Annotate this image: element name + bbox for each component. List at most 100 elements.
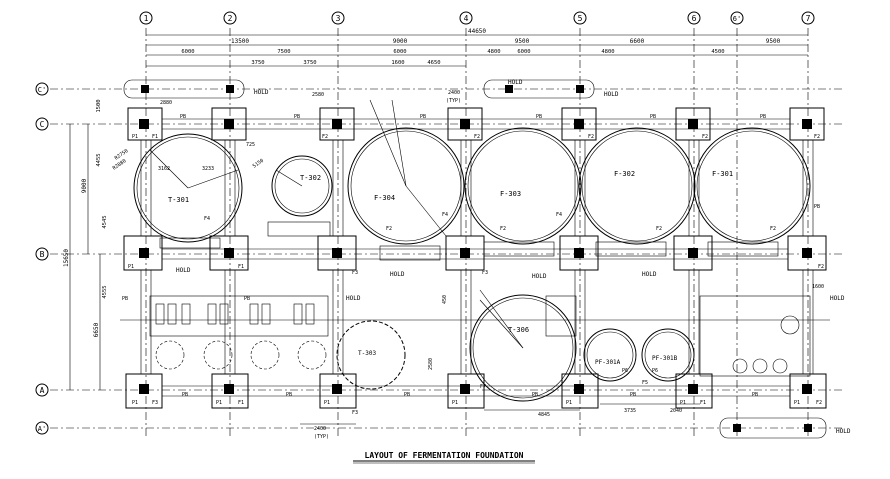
label-f2-t301: F2 [770,226,776,232]
dim-4845: 4845 [538,412,550,418]
dim-span-4-5: 4800 [487,49,500,55]
dim-725: 725 [246,142,255,148]
top-dimension-chains: 44650 13500 9000 9500 6600 9500 6000 750… [146,28,808,67]
label-pb-c3: PB [420,114,426,120]
hold-label-2: HOLD [604,91,619,98]
tank-label-t301: T-301 [168,196,189,204]
label-f3-a3: F3 [352,410,358,416]
label-f1-a2: F1 [238,400,244,406]
dim-group-5-6: 9500 [515,38,530,45]
dim-typ-top: (TYP) [446,98,461,104]
tank-label-pf301a: PF-301A [595,359,621,366]
tank-label-pf301b: PF-301B [652,355,678,362]
dim-3750-b: 3750 [303,60,316,66]
dim-group-1-3: 13500 [231,38,249,45]
label-f1-a6: F1 [700,400,706,406]
label-f7-a4: F7 [480,384,486,390]
hold-label-1: HOLD [254,89,269,96]
dim-vert-6650: 6650 [93,322,100,337]
row-label-b: B [40,250,45,259]
row-label-c: C [40,120,45,129]
label-p1-a7: P1 [794,400,800,406]
column-label-6: 6 [692,14,697,23]
column-label-5: 5 [578,14,583,23]
label-pb-a6: PB [630,392,636,398]
label-f2-t303: F2 [500,226,506,232]
hold-label-9: HOLD [346,295,361,302]
label-f3-a1: F3 [152,400,158,406]
label-pb-c1: PB [180,114,186,120]
tank-label-f303: F-303 [500,190,521,198]
label-f1-b2: F1 [238,264,244,270]
tank-label-f301: F-301 [712,170,733,178]
dim-vert-4455: 4455 [96,153,102,166]
label-p1-a5: P1 [566,400,572,406]
dim-450: 450 [442,295,448,304]
dim-1600-right: 1600 [812,284,824,290]
label-f2-c3: F2 [322,134,328,140]
label-p1-b1: P1 [128,264,134,270]
column-bubbles: 1 2 3 4 5 6 6' 7 [139,11,815,25]
row-label-a-prime: A' [38,425,46,433]
tank-label-t303: T-303 [358,350,376,357]
dim-3735: 3735 [624,408,636,414]
label-p1-a4: P1 [452,400,458,406]
label-f2-t304: F2 [386,226,392,232]
row-label-c-prime: C' [38,86,46,94]
dim-vert-4555: 4555 [102,285,108,298]
label-f2-t302: F2 [656,226,662,232]
label-pb-a3: PB [404,392,410,398]
label-pb-a5: PB [532,392,538,398]
label-p6-pf: P6 [622,368,628,374]
label-f3-b3: F3 [352,270,358,276]
dim-vert-9000: 9000 [81,178,88,193]
label-f5-a: F5 [642,380,648,386]
label-p1-a3: P1 [324,400,330,406]
label-pb-c2: PB [294,114,300,120]
column-label-4: 4 [464,14,469,23]
label-pb-c4: PB [536,114,542,120]
label-pb-a2: PB [286,392,292,398]
label-pb-b-mid: PB [244,296,250,302]
label-pb-c6: PB [760,114,766,120]
dim-span-1-2: 6000 [181,49,194,55]
hold-outlines: HOLD HOLD HOLD HOLD HOLD HOLD HOLD HOLD … [123,79,851,439]
hold-label-3: HOLD [836,428,851,435]
label-f2-a7: F2 [816,400,822,406]
label-f2-c6: F2 [702,134,708,140]
dim-group-3-5: 9000 [393,38,408,45]
column-label-2: 2 [228,14,233,23]
dim-2040: 2040 [670,408,682,414]
dim-span-2-3: 7500 [277,49,290,55]
hold-label-6: HOLD [390,271,405,278]
tank-label-f302: F-302 [614,170,635,178]
hold-label-5: HOLD [176,267,191,274]
column-label-6-prime: 6' [733,15,741,23]
dim-5150: 5150 [252,158,265,170]
element-labels: P1 F1 PB PB F2 F2 PB PB F2 PB F2 PB F2 F… [122,114,824,416]
label-p1-a6: P1 [680,400,686,406]
label-f2-c5: F2 [588,134,594,140]
dim-2580: 2580 [312,92,324,98]
tank-label-f304: F-304 [374,194,395,202]
hold-label-10: HOLD [830,295,845,302]
dim-2880: 2880 [160,100,172,106]
label-p1-a1: P1 [132,400,138,406]
column-label-1: 1 [144,14,149,23]
dim-group-6p-7: 9500 [766,38,781,45]
dim-3162: 3162 [158,166,170,172]
dim-2400-top: 2400 [448,90,460,96]
drawing-title: LAYOUT OF FERMENTATION FOUNDATION [365,451,524,460]
label-f1-c1: F1 [152,134,158,140]
equipment-footings [149,221,811,377]
label-pb-a1: PB [182,392,188,398]
column-label-7: 7 [806,14,811,23]
column-label-3: 3 [336,14,341,23]
dim-3750-a: 3750 [251,60,264,66]
dim-span-6p-7: 4500 [711,49,724,55]
dim-vert-1500: 1500 [96,99,102,112]
label-pb-right-1: PB [814,204,820,210]
left-dimension-chains: 15650 9000 6650 1500 4455 4545 4555 [63,99,108,390]
dim-span-5-6: 6000 [517,49,530,55]
